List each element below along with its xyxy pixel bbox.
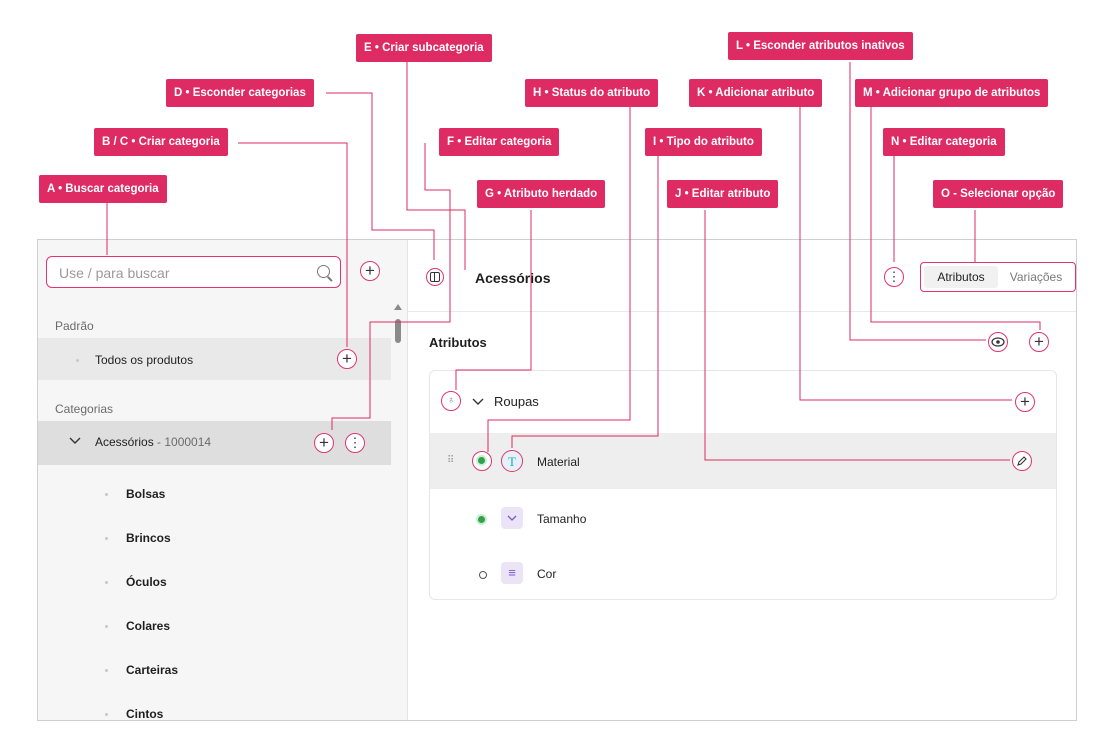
attribute-name: Material xyxy=(537,455,580,469)
bullet-icon xyxy=(105,581,108,584)
group-name: Roupas xyxy=(494,394,539,409)
text-type-icon: T xyxy=(501,450,523,472)
drag-handle-icon[interactable]: ⠿ xyxy=(447,455,454,466)
section-categories-label: Categorias xyxy=(55,402,114,416)
callout-m: M • Adicionar grupo de atributos xyxy=(855,79,1049,107)
toggle-sidebar-button[interactable] xyxy=(426,268,444,286)
attribute-row-highlight xyxy=(430,433,1056,489)
search-input[interactable] xyxy=(57,263,301,283)
subcategory-item[interactable]: Colares xyxy=(126,619,171,633)
sidebar-panel-icon xyxy=(430,272,440,282)
create-category-button[interactable]: + xyxy=(360,261,380,281)
subcategory-item[interactable]: Óculos xyxy=(126,575,167,589)
callout-g: G • Atributo herdado xyxy=(477,180,606,208)
all-products-label[interactable]: Todos os produtos xyxy=(95,353,194,367)
subcategory-item[interactable]: Carteiras xyxy=(126,663,179,677)
category-more-menu[interactable]: ⋮ xyxy=(345,433,365,453)
eye-icon xyxy=(991,337,1005,347)
inherited-attribute-icon: ♁ xyxy=(441,391,461,411)
status-active-dot xyxy=(478,457,485,464)
section-title: Atributos xyxy=(429,335,487,350)
bullet-icon xyxy=(76,359,79,362)
subcategory-item[interactable]: Bolsas xyxy=(126,487,166,501)
app-window: + Padrão Todos os produtos + Categorias … xyxy=(37,239,1077,721)
bullet-icon xyxy=(105,713,108,716)
category-label[interactable]: Acessórios - 1000014 xyxy=(95,435,211,449)
status-inactive-dot[interactable] xyxy=(479,571,487,579)
category-code: - 1000014 xyxy=(153,435,212,449)
callout-h: H • Status do atributo xyxy=(525,79,659,107)
attribute-group-card: ♁ Roupas + ⠿ T Material Tamanho xyxy=(429,370,1057,600)
callout-f: F • Editar categoria xyxy=(439,128,560,156)
status-active-dot[interactable] xyxy=(478,516,485,523)
bullet-icon xyxy=(105,537,108,540)
divider xyxy=(408,311,1076,312)
category-name: Acessórios xyxy=(95,435,154,449)
scrollbar-thumb[interactable] xyxy=(395,319,401,343)
bullet-icon xyxy=(105,493,108,496)
category-sidebar: + Padrão Todos os produtos + Categorias … xyxy=(38,240,407,721)
page-title: Acessórios xyxy=(475,270,551,286)
bullet-icon xyxy=(105,669,108,672)
chevron-down-icon[interactable] xyxy=(69,437,81,445)
chevron-down-icon[interactable] xyxy=(472,398,484,406)
subcategory-item[interactable]: Cintos xyxy=(126,707,164,721)
attribute-name: Cor xyxy=(537,567,557,581)
section-default-label: Padrão xyxy=(55,319,94,333)
hide-inactive-button[interactable] xyxy=(988,332,1008,352)
bullet-icon xyxy=(105,625,108,628)
callout-bc: B / C • Criar categoria xyxy=(94,128,228,156)
callout-o: O - Selecionar opção xyxy=(933,180,1064,208)
category-row-acessorios[interactable] xyxy=(38,421,391,465)
attribute-name: Tamanho xyxy=(537,512,587,526)
pencil-icon xyxy=(1017,456,1027,466)
tab-variations[interactable]: Variações xyxy=(1009,270,1063,284)
add-attribute-group-button[interactable]: + xyxy=(1029,332,1049,352)
callout-k: K • Adicionar atributo xyxy=(689,79,823,107)
callout-d: D • Esconder categorias xyxy=(166,79,314,107)
callout-a: A • Buscar categoria xyxy=(39,175,167,203)
select-type-icon xyxy=(501,507,523,529)
add-attribute-button[interactable]: + xyxy=(1015,392,1035,412)
create-category-button[interactable]: + xyxy=(337,349,357,369)
callout-l: L • Esconder atributos inativos xyxy=(728,32,913,60)
scroll-up-arrow[interactable] xyxy=(394,304,402,310)
subcategory-item[interactable]: Brincos xyxy=(126,531,171,545)
list-type-icon: ≡ xyxy=(501,562,523,584)
category-more-menu[interactable]: ⋮ xyxy=(884,267,904,287)
view-segmented-control[interactable]: Atributos Variações xyxy=(920,262,1076,292)
tab-attributes[interactable]: Atributos xyxy=(924,266,998,288)
category-detail-panel: Acessórios ⋮ Atributos Variações Atribut… xyxy=(407,240,1076,720)
category-search-box[interactable] xyxy=(46,256,341,288)
create-subcategory-button[interactable]: + xyxy=(314,433,334,453)
callout-i: I • Tipo do atributo xyxy=(645,128,762,156)
edit-attribute-button[interactable] xyxy=(1012,451,1032,471)
search-icon[interactable] xyxy=(317,265,330,278)
callout-j: J • Editar atributo xyxy=(667,180,779,208)
callout-n: N • Editar categoria xyxy=(883,128,1005,156)
callout-e: E • Criar subcategoria xyxy=(356,34,492,62)
